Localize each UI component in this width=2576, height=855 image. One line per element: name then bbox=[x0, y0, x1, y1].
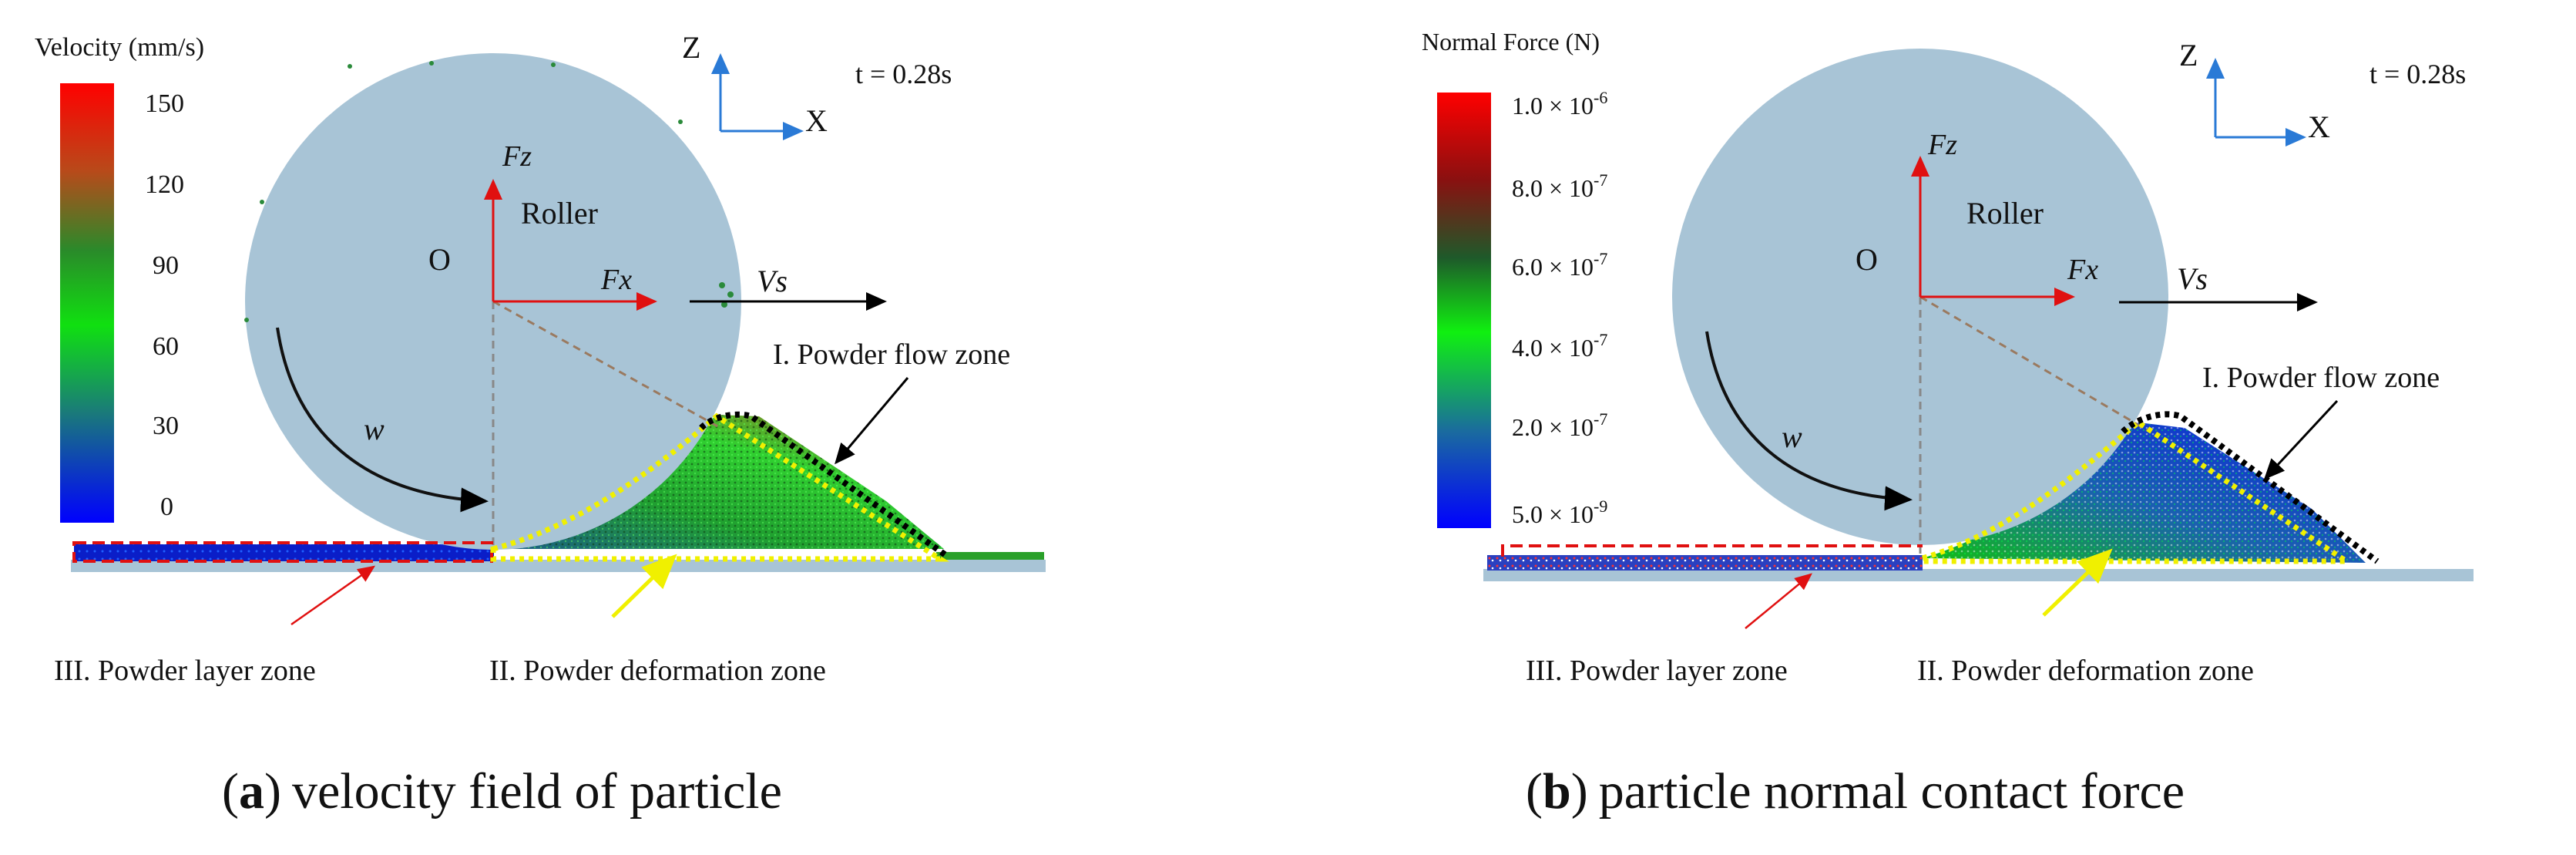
zone-layer-pointer bbox=[291, 565, 376, 626]
contact-guide bbox=[1919, 295, 2151, 433]
substrate bbox=[1483, 569, 2474, 581]
rotation-arrow bbox=[276, 327, 489, 513]
colorbar-ticks: 1.0 × 10-6 8.0 × 10-7 6.0 × 10-7 4.0 × 1… bbox=[1512, 88, 1607, 528]
vs-label: Vs bbox=[2177, 261, 2208, 296]
caption-letter: a bbox=[239, 763, 264, 820]
fz-label: Fz bbox=[1927, 129, 1957, 161]
caption-b: (b)particle normal contact force bbox=[1526, 763, 2185, 820]
colorbar-title: Velocity (mm/s) bbox=[35, 33, 204, 62]
z-axis-label: Z bbox=[682, 30, 700, 65]
vs-label: Vs bbox=[757, 264, 788, 298]
zone-flow-pointer bbox=[835, 377, 909, 465]
time-label: t = 0.28s bbox=[855, 59, 952, 89]
zone-flow-label: I. Powder flow zone bbox=[773, 338, 1010, 371]
zone-flow-label: I. Powder flow zone bbox=[2202, 362, 2440, 394]
colorbar-tick: 30 bbox=[153, 412, 179, 440]
powder-layer bbox=[1487, 555, 1923, 571]
caption-letter: b bbox=[1543, 763, 1571, 820]
colorbar-tick: 120 bbox=[145, 170, 184, 199]
origin-label: O bbox=[428, 242, 451, 277]
roller-particles bbox=[244, 61, 734, 322]
contact-guide bbox=[492, 300, 721, 429]
colorbar-tick: 2.0 × 10-7 bbox=[1512, 409, 1607, 441]
colorbar-ticks: 150 120 90 60 30 0 bbox=[145, 89, 184, 521]
colorbar-title: Normal Force (N) bbox=[1422, 28, 1600, 56]
caption-text: particle normal contact force bbox=[1599, 763, 2185, 820]
colorbar-tick: 6.0 × 10-7 bbox=[1512, 249, 1607, 281]
roller-label: Roller bbox=[521, 196, 598, 231]
caption-text: velocity field of particle bbox=[292, 763, 782, 820]
w-label: w bbox=[1782, 419, 1802, 454]
time-label: t = 0.28s bbox=[2369, 59, 2466, 89]
zone-deformation-pointer bbox=[2042, 548, 2113, 617]
fz-label: Fz bbox=[502, 140, 532, 173]
colorbar bbox=[60, 83, 114, 523]
w-label: w bbox=[364, 412, 385, 446]
zone-layer-label: III. Powder layer zone bbox=[1526, 655, 1788, 687]
z-axis-label: Z bbox=[2179, 38, 2198, 72]
x-axis-label: X bbox=[2308, 109, 2330, 144]
origin-label: O bbox=[1856, 242, 1878, 277]
zone-layer-pointer bbox=[1745, 573, 1812, 629]
rotation-arrow bbox=[1705, 331, 1913, 511]
roller-label: Roller bbox=[1966, 196, 2044, 231]
colorbar bbox=[1437, 93, 1491, 528]
zone-deformation-label: II. Powder deformation zone bbox=[1917, 655, 2254, 687]
fx-label: Fx bbox=[2067, 254, 2098, 286]
colorbar-tick: 150 bbox=[145, 89, 184, 118]
layer-zone-outline bbox=[1501, 544, 1923, 557]
colorbar-tick: 1.0 × 10-6 bbox=[1512, 88, 1607, 119]
colorbar-tick: 8.0 × 10-7 bbox=[1512, 170, 1607, 202]
panel-b: Normal Force (N) 1.0 × 10-6 8.0 × 10-7 6… bbox=[1422, 28, 2474, 820]
powder-layer bbox=[74, 544, 494, 561]
colorbar-tick: 60 bbox=[153, 332, 179, 361]
colorbar-tick: 90 bbox=[153, 251, 179, 280]
panel-a: Velocity (mm/s) 150 120 90 60 30 0 Rolle… bbox=[35, 30, 1046, 820]
fx-label: Fx bbox=[600, 264, 632, 296]
x-axis-label: X bbox=[805, 103, 828, 138]
zone-flow-pointer bbox=[2263, 399, 2339, 480]
zone-deformation-label: II. Powder deformation zone bbox=[489, 655, 826, 687]
powder-pile bbox=[1923, 422, 2366, 563]
flow-zone-outline bbox=[699, 411, 950, 560]
zone-layer-label: III. Powder layer zone bbox=[54, 655, 316, 687]
colorbar-tick: 5.0 × 10-9 bbox=[1512, 497, 1607, 528]
colorbar-tick: 4.0 × 10-7 bbox=[1512, 330, 1607, 362]
caption-a: (a)velocity field of particle bbox=[222, 763, 782, 820]
zone-deformation-pointer bbox=[611, 554, 677, 618]
colorbar-tick: 0 bbox=[160, 493, 173, 521]
